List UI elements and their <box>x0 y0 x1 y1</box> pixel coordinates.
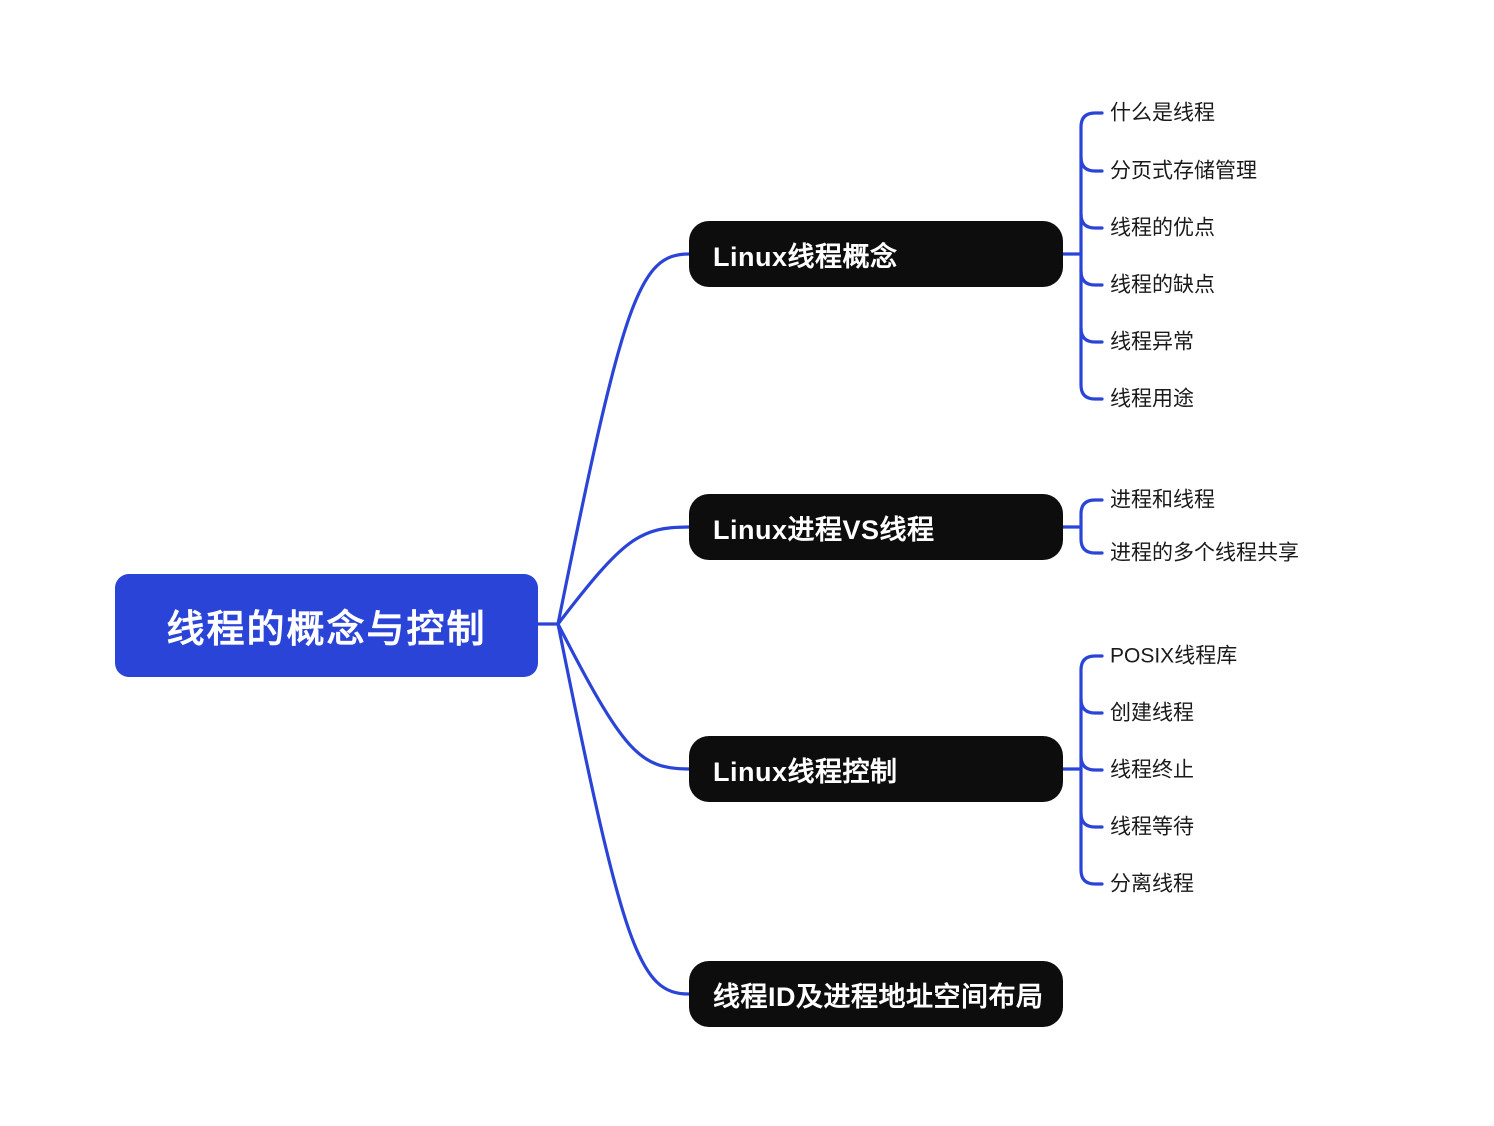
branch-node-4[interactable]: 线程ID及进程地址空间布局 <box>689 961 1063 1027</box>
leaf-node-1-2[interactable]: 分页式存储管理 <box>1110 159 1257 183</box>
leaf-node-1-5[interactable]: 线程异常 <box>1110 330 1194 354</box>
leaf-node-3-2[interactable]: 创建线程 <box>1110 701 1194 725</box>
leaf-hook-connector-1-3 <box>1079 212 1104 230</box>
branch-node-label: Linux线程控制 <box>713 756 898 787</box>
leaf-node-1-3[interactable]: 线程的优点 <box>1110 216 1215 240</box>
branch-spine-connector-3 <box>1079 654 1104 886</box>
leaf-node-3-3[interactable]: 线程终止 <box>1110 758 1194 782</box>
leaf-node-3-5[interactable]: 分离线程 <box>1110 872 1194 896</box>
branch-node-label: Linux线程概念 <box>713 241 898 272</box>
leaf-node-3-4[interactable]: 线程等待 <box>1110 815 1194 839</box>
leaf-hook-connector-3-3 <box>1079 754 1104 772</box>
leaf-node-1-1[interactable]: 什么是线程 <box>1110 101 1215 125</box>
root-node[interactable]: 线程的概念与控制 <box>115 574 538 677</box>
leaf-node-1-4[interactable]: 线程的缺点 <box>1110 273 1215 297</box>
leaf-hook-connector-1-2 <box>1079 155 1104 173</box>
branch-spine-connector-1 <box>1079 111 1104 401</box>
root-to-branch-connector-4 <box>556 622 691 996</box>
leaf-node-3-1[interactable]: POSIX线程库 <box>1110 644 1238 668</box>
branch-spine-connector-2 <box>1079 498 1104 555</box>
branch-node-3[interactable]: Linux线程控制 <box>689 736 1063 802</box>
branch-node-1[interactable]: Linux线程概念 <box>689 221 1063 287</box>
root-to-branch-connector-2 <box>556 525 691 626</box>
root-to-branch-connector-3 <box>556 622 691 771</box>
root-connector-group <box>536 252 691 996</box>
leaf-node-1-6[interactable]: 线程用途 <box>1110 387 1194 411</box>
leaf-hook-connector-1-4 <box>1079 269 1104 287</box>
branch-node-label: 线程ID及进程地址空间布局 <box>713 981 1044 1012</box>
root-node-label: 线程的概念与控制 <box>166 609 487 651</box>
root-to-branch-connector-1 <box>556 252 691 626</box>
leaf-node-2-1[interactable]: 进程和线程 <box>1110 488 1215 512</box>
leaf-hook-connector-3-2 <box>1079 697 1104 715</box>
branch-node-label: Linux进程VS线程 <box>713 514 935 545</box>
leaf-hook-connector-3-4 <box>1079 811 1104 829</box>
leaf-hook-connector-1-5 <box>1079 326 1104 344</box>
leaf-node-2-2[interactable]: 进程的多个线程共享 <box>1110 541 1299 565</box>
branch-node-2[interactable]: Linux进程VS线程 <box>689 494 1063 560</box>
branch-connector-group <box>1061 111 1104 886</box>
